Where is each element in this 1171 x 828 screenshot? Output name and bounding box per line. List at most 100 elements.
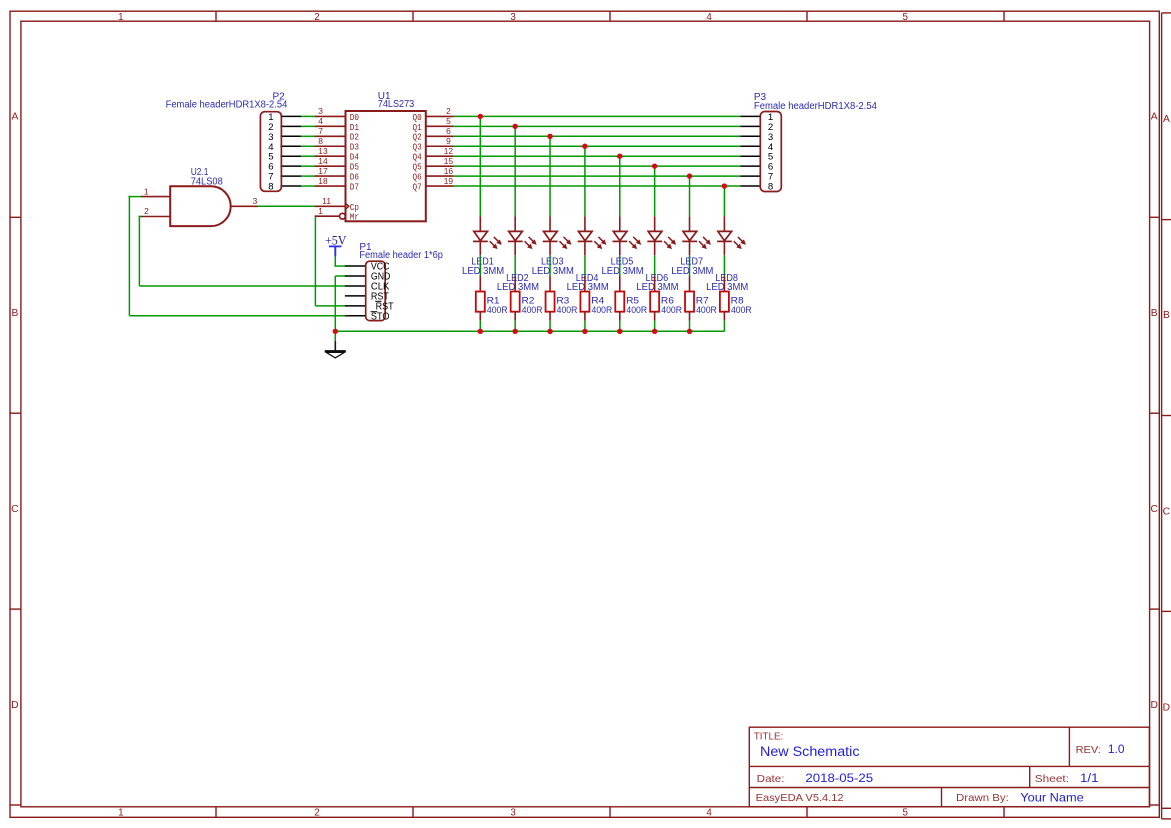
svg-text:LED 3MM: LED 3MM [462,266,504,277]
svg-text:4: 4 [706,12,712,23]
svg-text:LED 3MM: LED 3MM [532,266,574,277]
svg-text:D3: D3 [350,142,359,153]
svg-text:Q4: Q4 [413,152,422,163]
svg-text:Q5: Q5 [413,162,422,173]
svg-text:Drawn By:: Drawn By: [956,792,1009,804]
svg-text:8: 8 [268,182,273,193]
svg-text:9: 9 [446,136,451,146]
svg-text:2018-05-25: 2018-05-25 [805,773,873,785]
svg-text:74LS08: 74LS08 [191,176,224,187]
svg-text:R4: R4 [591,296,604,307]
svg-text:A: A [11,111,18,122]
svg-text:7: 7 [268,172,273,183]
svg-text:A: A [1163,114,1170,125]
svg-text:B: B [1163,310,1170,321]
svg-text:LED8: LED8 [715,273,738,284]
svg-text:3: 3 [253,196,258,206]
svg-text:400R: 400R [592,305,613,316]
svg-text:400R: 400R [522,305,543,316]
svg-text:LED 3MM: LED 3MM [497,282,539,293]
svg-text:D: D [11,700,18,711]
svg-text:2: 2 [314,808,319,819]
svg-text:LED 3MM: LED 3MM [602,266,644,277]
svg-text:1: 1 [118,808,123,819]
svg-text:RST: RST [376,301,394,312]
svg-text:1/1: 1/1 [1080,773,1099,785]
svg-text:CLK: CLK [371,281,390,292]
svg-text:C: C [1150,504,1158,515]
svg-text:New Schematic: New Schematic [760,744,860,759]
svg-text:74LS273: 74LS273 [378,99,415,110]
svg-text:13: 13 [318,146,328,156]
svg-text:U2.1: U2.1 [191,167,209,178]
svg-text:Q7: Q7 [413,181,422,192]
svg-text:B: B [11,308,18,319]
svg-text:D2: D2 [350,132,359,143]
svg-text:P3: P3 [754,92,767,103]
svg-text:D: D [1150,700,1157,711]
svg-text:LED4: LED4 [576,273,599,284]
svg-text:LED 3MM: LED 3MM [567,282,609,293]
svg-text:17: 17 [318,166,328,176]
svg-text:11: 11 [322,196,331,206]
svg-text:3: 3 [318,106,323,116]
svg-text:Female headerHDR1X8-2.54: Female headerHDR1X8-2.54 [166,100,288,111]
svg-text:1: 1 [268,112,273,123]
svg-text:Sheet:: Sheet: [1035,773,1069,785]
svg-text:Q1: Q1 [413,122,422,133]
svg-text:8: 8 [768,182,773,193]
svg-text:1: 1 [768,112,773,123]
svg-text:D5: D5 [350,162,359,173]
svg-text:2: 2 [768,122,773,133]
svg-text:Q6: Q6 [413,172,422,183]
svg-text:GND: GND [371,272,391,283]
svg-text:D0: D0 [350,112,359,123]
svg-text:400R: 400R [487,305,508,316]
svg-text:Female headerHDR1X8-2.54: Female headerHDR1X8-2.54 [754,101,877,112]
svg-text:LED5: LED5 [611,256,634,267]
svg-text:12: 12 [444,146,454,156]
svg-text:U1: U1 [378,91,391,102]
svg-text:VCC: VCC [371,262,390,273]
svg-text:2: 2 [268,122,273,133]
svg-text:6: 6 [268,162,273,173]
svg-text:LED 3MM: LED 3MM [636,282,678,293]
svg-text:3: 3 [268,132,273,143]
svg-text:Female header 1*6p: Female header 1*6p [359,250,443,261]
svg-text:15: 15 [444,156,454,166]
svg-text:5: 5 [268,152,273,163]
svg-text:7: 7 [318,126,323,136]
svg-text:4: 4 [706,808,712,819]
svg-text:LED7: LED7 [680,256,703,267]
svg-text:2: 2 [314,12,319,23]
svg-text:STO: STO [371,311,390,322]
svg-text:R8: R8 [731,296,744,307]
svg-text:+5V: +5V [325,234,347,248]
svg-text:A: A [1151,111,1158,122]
svg-text:R5: R5 [626,296,639,307]
svg-text:4: 4 [268,142,274,153]
svg-text:LED 3MM: LED 3MM [706,282,748,293]
svg-text:D7: D7 [350,181,359,192]
svg-text:Q3: Q3 [413,142,422,153]
svg-text:8: 8 [318,136,323,146]
svg-text:7: 7 [768,172,773,183]
svg-text:REV:: REV: [1076,744,1101,756]
svg-text:19: 19 [444,176,454,186]
svg-text:Date:: Date: [757,773,785,785]
svg-text:Q2: Q2 [413,132,422,143]
svg-text:P2: P2 [273,91,286,102]
svg-text:R7: R7 [696,296,709,307]
svg-text:P1: P1 [359,242,372,253]
svg-text:Mr: Mr [350,212,359,223]
svg-text:2: 2 [446,106,451,116]
svg-text:400R: 400R [626,305,647,316]
svg-text:D: D [1163,702,1170,713]
svg-text:B: B [1151,308,1158,319]
svg-text:Q0: Q0 [413,112,422,123]
svg-text:3: 3 [510,808,516,819]
svg-text:3: 3 [768,132,773,143]
svg-text:3: 3 [510,12,516,23]
svg-text:400R: 400R [557,305,578,316]
svg-text:4: 4 [318,116,323,126]
